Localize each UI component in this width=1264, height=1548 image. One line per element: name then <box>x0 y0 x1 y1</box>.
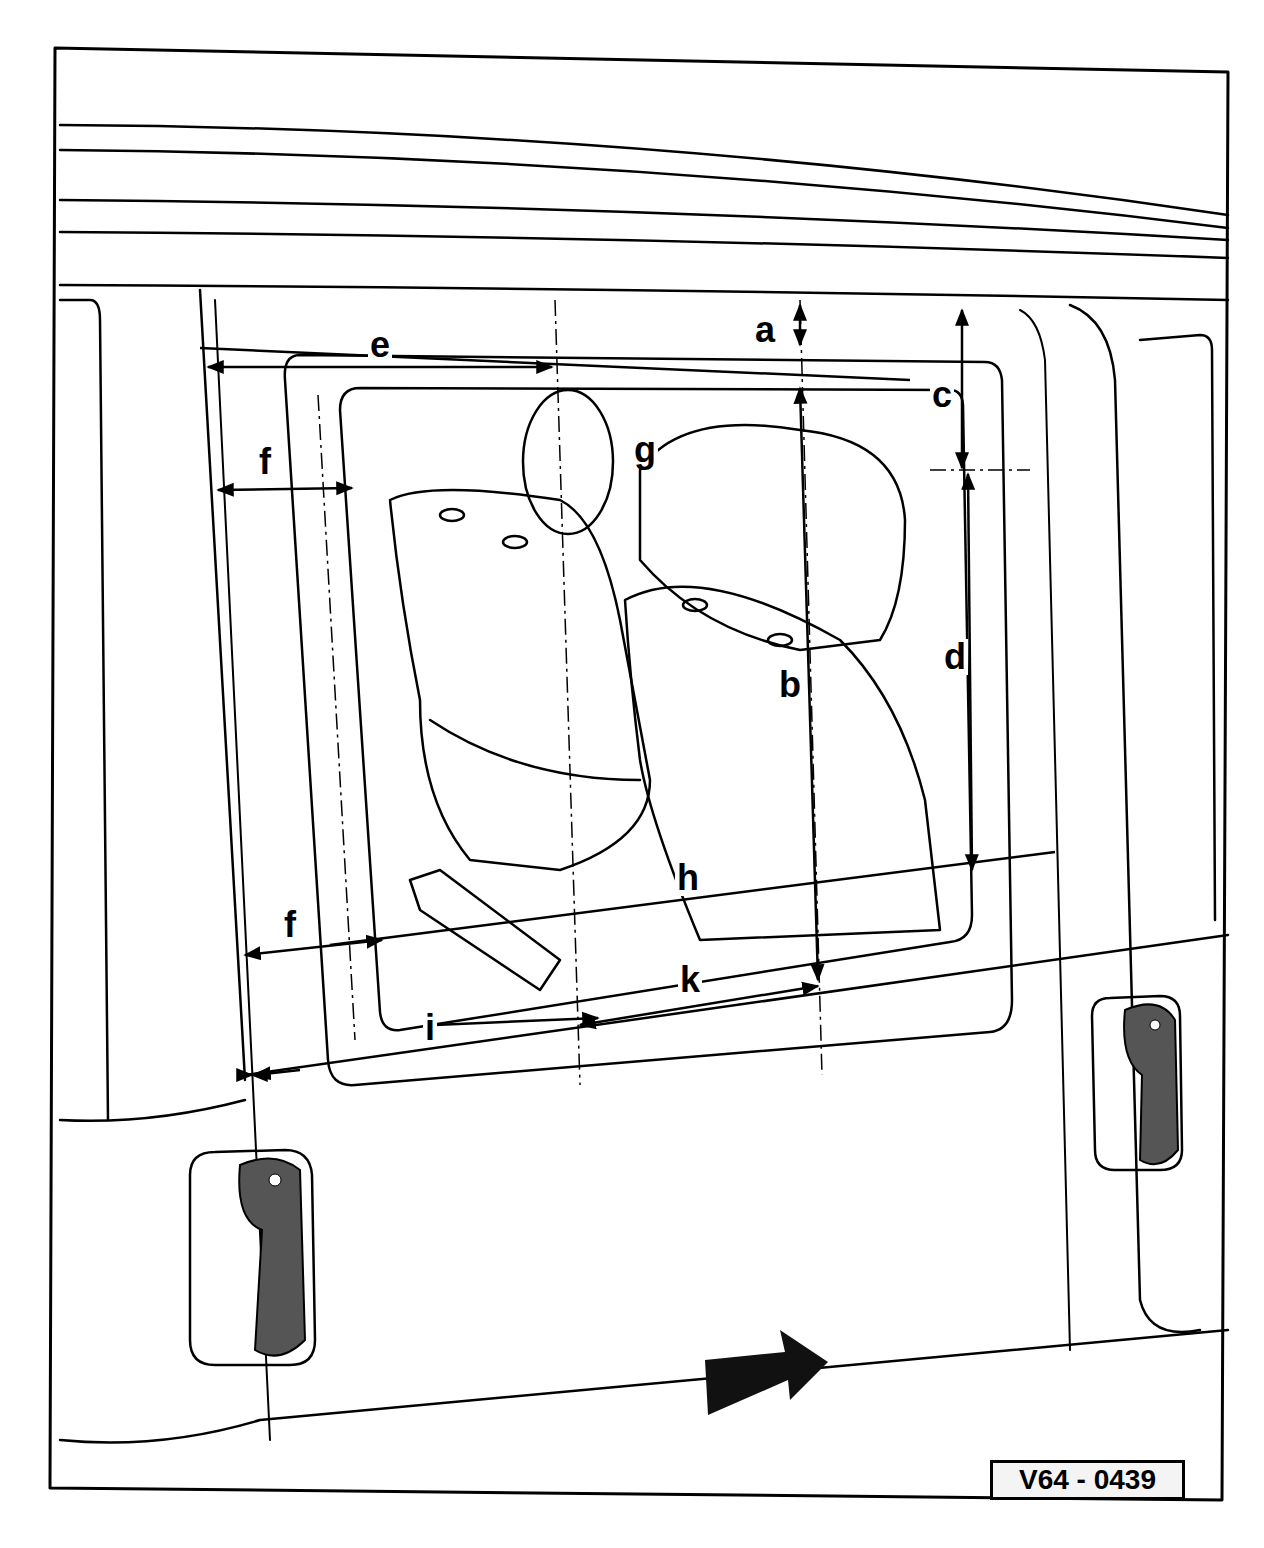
dimension-letter: d <box>942 639 968 675</box>
dimension-letter-wrap: b <box>777 667 803 703</box>
dimension-letter: c <box>930 377 954 413</box>
dimension-letter-wrap: f <box>257 444 273 480</box>
dimension-letter: h <box>675 860 701 896</box>
dimension-letter: e <box>368 327 392 363</box>
dimension-letter-wrap: c <box>930 377 954 413</box>
dimension-letter-wrap: e <box>368 327 392 363</box>
dimension-letter-wrap: d <box>942 639 968 675</box>
dimension-letter: g <box>632 432 658 468</box>
dimension-letter-wrap: a <box>753 312 777 348</box>
figure-number-box: V64 - 0439 <box>990 1460 1185 1500</box>
dimension-letter: f <box>282 907 298 943</box>
dimension-letter: a <box>753 312 777 348</box>
dimension-letter: f <box>257 444 273 480</box>
dimension-letter: b <box>777 667 803 703</box>
figure-number: V64 - 0439 <box>1019 1466 1156 1494</box>
dimension-letter-wrap: k <box>678 962 702 998</box>
dimension-letter: k <box>678 962 702 998</box>
dimension-letter-wrap: i <box>423 1010 437 1046</box>
dimension-letter-wrap: h <box>675 860 701 896</box>
dimension-letter-wrap: f <box>282 907 298 943</box>
dimension-letter: i <box>423 1010 437 1046</box>
dimension-letter-wrap: g <box>632 432 658 468</box>
